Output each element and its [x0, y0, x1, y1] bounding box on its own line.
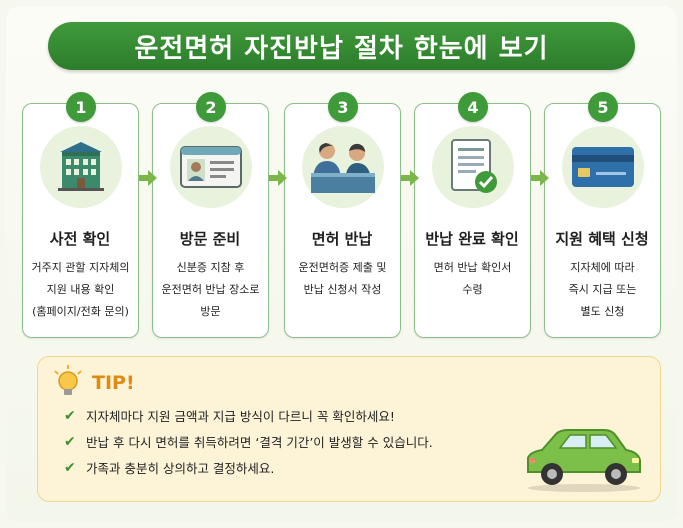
- check-icon: ✔: [64, 459, 76, 476]
- car-icon: [527, 429, 641, 492]
- tip-item: ✔ 반납 후 다시 면허를 취득하려면 ‘결격 기간’이 발생할 수 있습니다.: [64, 432, 433, 451]
- arrow-right-icon: [401, 170, 419, 186]
- page-title: 운전면허 자진반납 절차 한눈에 보기: [134, 33, 549, 64]
- city-hall-icon: [40, 126, 122, 208]
- arrow-right-icon: [531, 170, 549, 186]
- step-desc-1: 거주지 관할 지자체의 지원 내용 확인 (홈페이지/전화 문의): [31, 261, 130, 318]
- title-banner: 운전면허 자진반납 절차 한눈에 보기: [48, 22, 635, 70]
- tip-text-2: 반납 후 다시 면허를 취득하려면 ‘결격 기간’이 발생할 수 있습니다.: [86, 435, 433, 450]
- step-desc-4: 면허 반납 확인서 수령: [433, 261, 512, 296]
- arrow-right-icon: [139, 170, 157, 186]
- step-desc-3: 운전면허증 제출 및 반납 신청서 작성: [298, 261, 387, 296]
- credit-card-icon: [562, 126, 644, 208]
- tip-item: ✔ 지자체마다 지원 금액과 지급 방식이 다르니 꼭 확인하세요!: [64, 406, 395, 425]
- step-number-1: 1: [66, 92, 96, 122]
- tip-item: ✔ 가족과 충분히 상의하고 결정하세요.: [64, 458, 274, 477]
- step-title-1: 사전 확인: [49, 230, 111, 248]
- document-check-icon: [432, 126, 514, 208]
- step-title-3: 면허 반납: [311, 230, 373, 248]
- step-desc-2: 신분증 지참 후 운전면허 반납 장소로 방문: [161, 261, 260, 318]
- check-icon: ✔: [64, 433, 76, 450]
- tip-text-3: 가족과 충분히 상의하고 결정하세요.: [86, 461, 275, 476]
- check-icon: ✔: [64, 407, 76, 424]
- step-title-5: 지원 혜택 신청: [555, 230, 649, 248]
- step-number-4: 4: [458, 92, 488, 122]
- step-number-5: 5: [588, 92, 618, 122]
- tip-text-1: 지자체마다 지원 금액과 지급 방식이 다르니 꼭 확인하세요!: [86, 409, 395, 424]
- arrow-right-icon: [269, 170, 287, 186]
- step-title-2: 방문 준비: [179, 230, 241, 248]
- step-number-2: 2: [196, 92, 226, 122]
- counter-staff-icon: [302, 126, 384, 208]
- lightbulb-icon: [54, 365, 82, 395]
- id-card-icon: [170, 126, 252, 208]
- tip-title: TIP!: [92, 372, 135, 394]
- step-desc-5: 지자체에 따라 즉시 지급 또는 별도 신청: [568, 261, 637, 318]
- step-title-4: 반납 완료 확인: [425, 230, 519, 248]
- step-number-3: 3: [328, 92, 358, 122]
